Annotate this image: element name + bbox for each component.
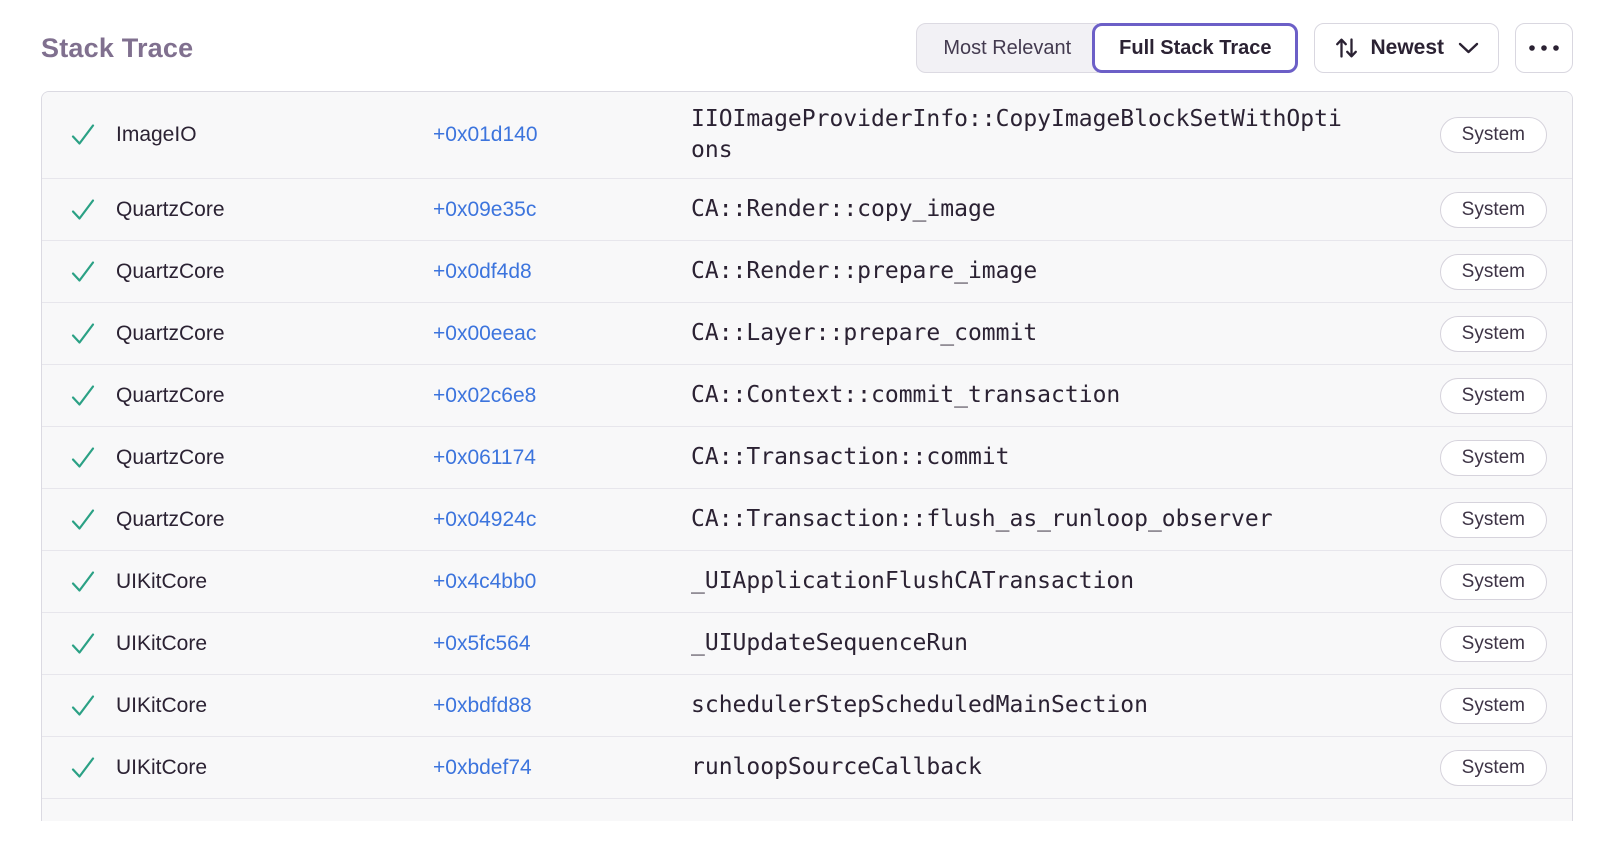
check-icon <box>69 196 116 224</box>
stack-frame-row[interactable]: UIKitCore +0x4c4bb0 _UIApplicationFlushC… <box>42 551 1572 613</box>
badge-wrap: System <box>1346 563 1547 600</box>
frame-module: QuartzCore <box>116 507 225 531</box>
frame-module: QuartzCore <box>116 259 225 283</box>
badge-wrap: System <box>1346 117 1547 153</box>
frame-function: CA::Context::commit_transaction <box>691 382 1121 408</box>
check-icon <box>69 568 116 596</box>
partial-stack-frame-row <box>42 799 1572 821</box>
badge-wrap: System <box>1346 625 1547 662</box>
frame-function: CA::Render::prepare_image <box>691 258 1038 284</box>
check-icon <box>69 320 116 348</box>
more-options-button[interactable] <box>1515 23 1573 73</box>
frame-module: QuartzCore <box>116 445 225 469</box>
frame-module: UIKitCore <box>116 569 208 593</box>
full-stack-trace-button[interactable]: Full Stack Trace <box>1092 23 1299 73</box>
frame-system-badge: System <box>1439 315 1547 352</box>
frame-function: _UIApplicationFlushCATransaction <box>691 568 1135 594</box>
frame-function: schedulerStepScheduledMainSection <box>691 692 1148 718</box>
frame-system-badge: System <box>1439 253 1547 290</box>
frame-module: QuartzCore <box>116 321 225 345</box>
stack-frame-row[interactable]: ImageIO +0x01d140 IIOImageProviderInfo::… <box>42 92 1572 179</box>
stack-frame-row[interactable]: QuartzCore +0x0df4d8 CA::Render::prepare… <box>42 241 1572 303</box>
badge-wrap: System <box>1346 749 1547 786</box>
frame-module: ImageIO <box>116 123 197 146</box>
ellipsis-icon <box>1527 44 1561 52</box>
frame-function: _UIUpdateSequenceRun <box>691 630 968 656</box>
most-relevant-button[interactable]: Most Relevant <box>916 23 1099 73</box>
frame-system-badge: System <box>1439 191 1547 228</box>
stack-frame-row[interactable]: QuartzCore +0x04924c CA::Transaction::fl… <box>42 489 1572 551</box>
check-icon <box>69 630 116 658</box>
frame-function: CA::Transaction::flush_as_runloop_observ… <box>691 506 1273 532</box>
frame-module: QuartzCore <box>116 197 225 221</box>
stack-frame-row[interactable]: UIKitCore +0xbdfd88 schedulerStepSchedul… <box>42 675 1572 737</box>
frame-function: CA::Transaction::commit <box>691 444 1010 470</box>
stack-frame-row[interactable]: UIKitCore +0x5fc564 _UIUpdateSequenceRun… <box>42 613 1572 675</box>
frame-address-link[interactable]: +0x061174 <box>433 445 536 469</box>
frame-address-link[interactable]: +0x4c4bb0 <box>433 569 537 593</box>
stack-trace-header: Stack Trace Most Relevant Full Stack Tra… <box>41 22 1573 74</box>
stack-frame-row[interactable]: QuartzCore +0x09e35c CA::Render::copy_im… <box>42 179 1572 241</box>
check-icon <box>69 121 116 149</box>
check-icon <box>69 444 116 472</box>
frame-module: QuartzCore <box>116 383 225 407</box>
badge-wrap: System <box>1346 315 1547 352</box>
stack-frame-row[interactable]: QuartzCore +0x00eeac CA::Layer::prepare_… <box>42 303 1572 365</box>
frame-address-link[interactable]: +0x04924c <box>433 507 537 531</box>
sort-newest-button[interactable]: Newest <box>1314 23 1499 73</box>
frame-address-link[interactable]: +0xbdef74 <box>433 755 532 779</box>
frame-address-link[interactable]: +0xbdfd88 <box>433 693 532 717</box>
view-toggle: Most Relevant Full Stack Trace <box>916 23 1299 73</box>
frame-system-badge: System <box>1439 687 1547 724</box>
badge-wrap: System <box>1346 501 1547 538</box>
chevron-down-icon <box>1458 42 1479 54</box>
check-icon <box>69 754 116 782</box>
frame-address-link[interactable]: +0x5fc564 <box>433 631 531 655</box>
frame-system-badge: System <box>1439 377 1547 414</box>
sort-arrows-icon <box>1334 35 1359 61</box>
frame-address-link[interactable]: +0x0df4d8 <box>433 259 532 283</box>
stack-frame-row[interactable]: QuartzCore +0x061174 CA::Transaction::co… <box>42 427 1572 489</box>
stack-trace-table: ImageIO +0x01d140 IIOImageProviderInfo::… <box>41 91 1573 821</box>
sort-button-label: Newest <box>1370 36 1444 59</box>
frame-function: runloopSourceCallback <box>691 754 982 780</box>
header-controls: Most Relevant Full Stack Trace Newest <box>916 23 1573 73</box>
stack-frame-row[interactable]: UIKitCore +0xbdef74 runloopSourceCallbac… <box>42 737 1572 799</box>
frame-system-badge: System <box>1439 563 1547 600</box>
frame-system-badge: System <box>1439 439 1547 476</box>
stack-trace-panel: Stack Trace Most Relevant Full Stack Tra… <box>0 22 1614 821</box>
frame-system-badge: System <box>1439 749 1547 786</box>
frame-address-link[interactable]: +0x01d140 <box>433 123 538 146</box>
frame-system-badge: System <box>1439 501 1547 538</box>
badge-wrap: System <box>1346 253 1547 290</box>
stack-frame-row[interactable]: QuartzCore +0x02c6e8 CA::Context::commit… <box>42 365 1572 427</box>
frame-address-link[interactable]: +0x02c6e8 <box>433 383 537 407</box>
page-title: Stack Trace <box>41 32 194 63</box>
badge-wrap: System <box>1346 687 1547 724</box>
check-icon <box>69 382 116 410</box>
badge-wrap: System <box>1346 439 1547 476</box>
frame-system-badge: System <box>1439 117 1547 153</box>
badge-wrap: System <box>1346 191 1547 228</box>
frame-module: UIKitCore <box>116 693 208 717</box>
frame-module: UIKitCore <box>116 755 208 779</box>
frame-function: CA::Layer::prepare_commit <box>691 320 1038 346</box>
check-icon <box>69 692 116 720</box>
frame-module: UIKitCore <box>116 631 208 655</box>
check-icon <box>69 506 116 534</box>
badge-wrap: System <box>1346 377 1547 414</box>
frame-address-link[interactable]: +0x00eeac <box>433 321 537 345</box>
frame-function: CA::Render::copy_image <box>691 196 996 222</box>
check-icon <box>69 258 116 286</box>
frame-system-badge: System <box>1439 625 1547 662</box>
frame-function: IIOImageProviderInfo::CopyImageBlockSetW… <box>691 106 1342 163</box>
frame-address-link[interactable]: +0x09e35c <box>433 197 537 221</box>
